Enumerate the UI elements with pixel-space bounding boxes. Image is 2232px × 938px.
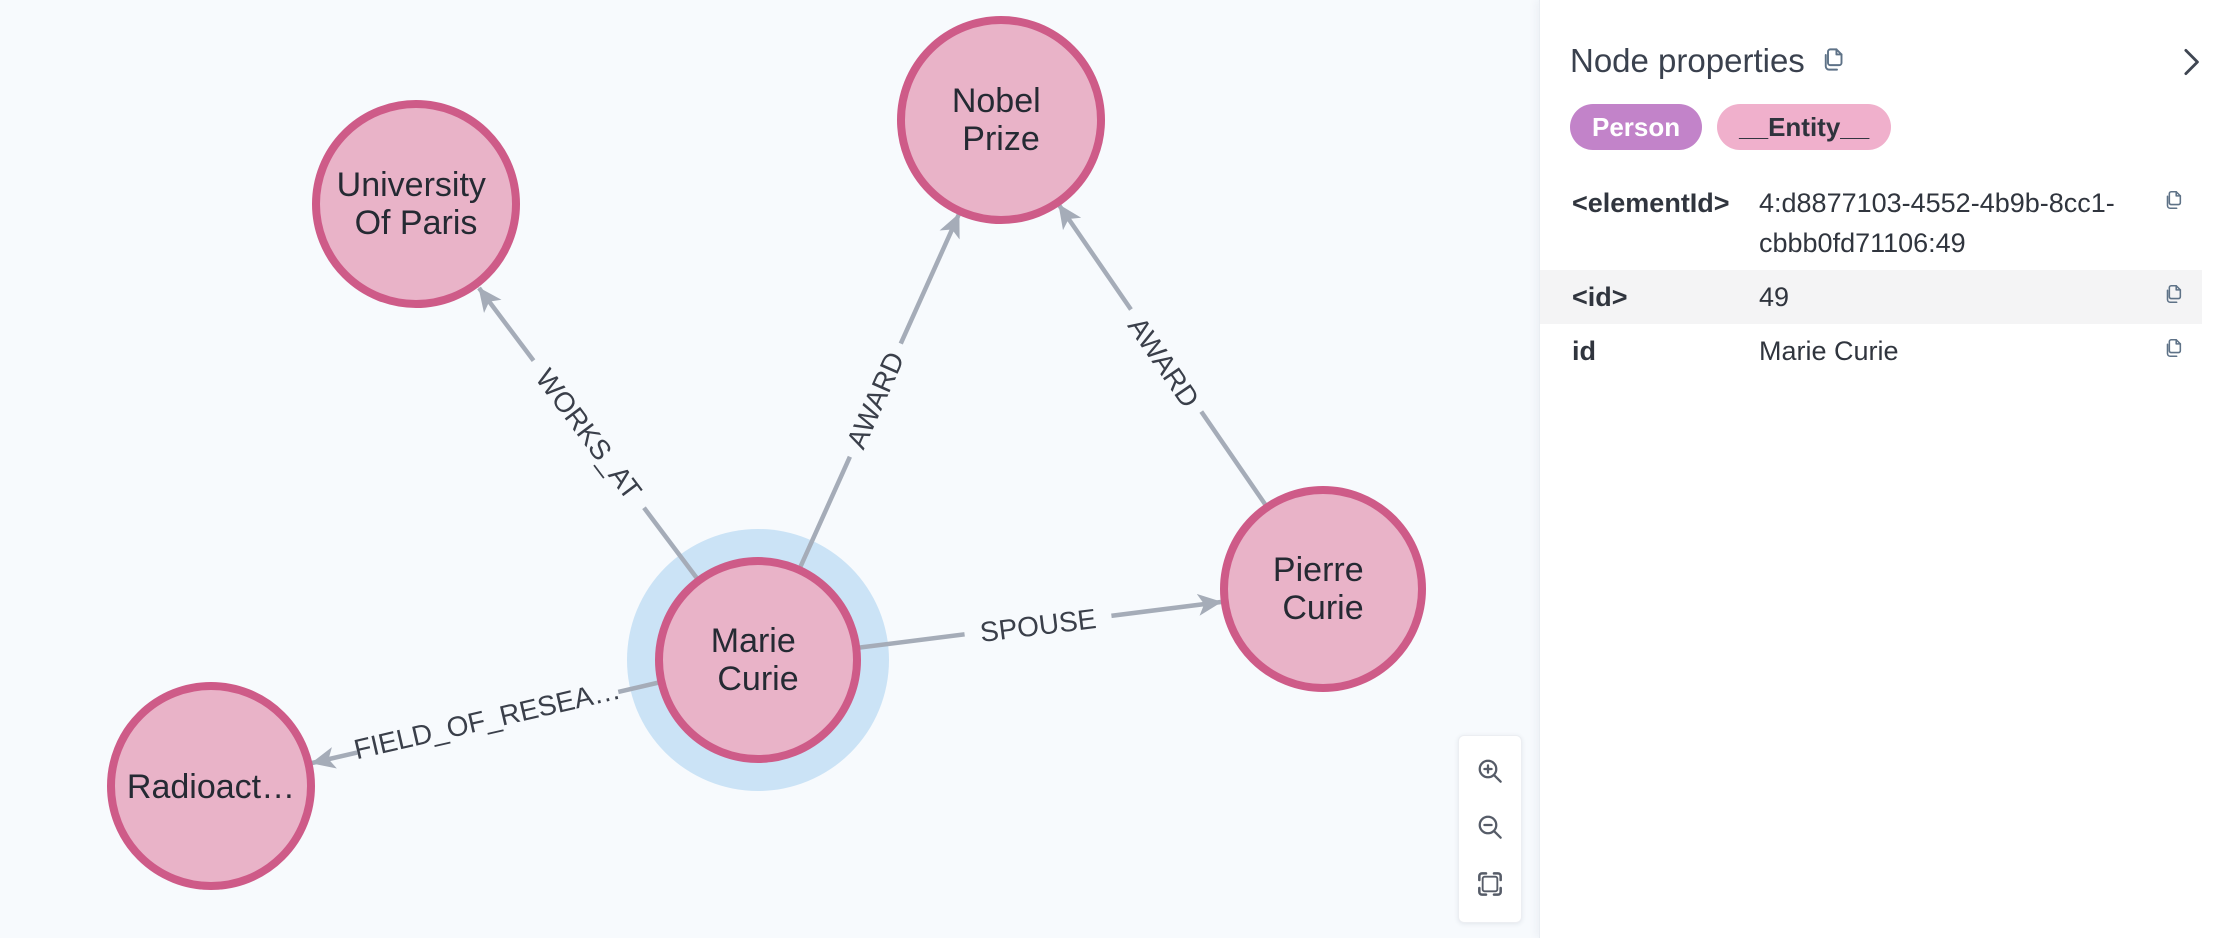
copy-icon [1819, 46, 1846, 76]
edge-spouse[interactable]: SPOUSE [855, 593, 1222, 652]
graph-canvas[interactable]: WORKS_AT AWARD AWARD SPOUSE FIELD_OF_RES… [0, 0, 1539, 938]
property-key: <elementId> [1572, 188, 1730, 218]
edge-label[interactable]: AWARD [1122, 311, 1205, 413]
zoom-out-icon [1474, 811, 1506, 846]
edge-award-pierre[interactable]: AWARD [1057, 203, 1269, 509]
panel-title: Node properties [1570, 42, 1805, 79]
zoom-in-icon [1474, 755, 1506, 790]
svg-text:Nobel Prize: Nobel Prize [952, 82, 1050, 158]
node-pierre-curie[interactable]: Pierre Curie [1220, 486, 1426, 692]
copy-property-button[interactable] [2162, 189, 2190, 214]
label-badge-entity[interactable]: __Entity__ [1717, 104, 1892, 150]
svg-text:University Of Paris: University Of Paris [337, 166, 496, 242]
edge-label-bg [352, 671, 622, 767]
zoom-to-fit-icon [1474, 868, 1506, 903]
edge-label[interactable]: AWARD [841, 347, 911, 453]
node-radioactivity[interactable]: Radioact… [107, 682, 315, 890]
chevron-right-icon [2176, 49, 2206, 83]
property-row-elementid: <elementId> 4:d8877103-4552-4b9b-8cc1-cb… [1540, 176, 2202, 270]
copy-property-button[interactable] [2162, 337, 2190, 362]
property-key: id [1572, 336, 1596, 366]
zoom-in-button[interactable] [1468, 750, 1512, 794]
copy-property-button[interactable] [2162, 283, 2190, 308]
property-value: 49 [1759, 282, 1790, 312]
edge-award-marie[interactable]: AWARD [796, 213, 962, 571]
zoom-to-fit-button[interactable] [1468, 864, 1512, 908]
edge-label[interactable]: WORKS_AT [530, 363, 648, 505]
label-badge-person[interactable]: Person [1570, 104, 1703, 150]
edge-label[interactable]: FIELD_OF_RESEA… [351, 674, 623, 765]
property-value: Marie Curie [1759, 336, 1899, 366]
svg-text:Radioact…: Radioact… [127, 768, 295, 806]
edge-field-of-research[interactable]: FIELD_OF_RESEA… [311, 671, 662, 769]
edge-label-bg [1114, 300, 1214, 424]
property-row-id-internal: <id> 49 [1540, 270, 2202, 324]
node-marie-curie[interactable]: Marie Curie [655, 557, 861, 763]
node-labels: Person __Entity__ [1540, 80, 2232, 150]
svg-text:Pierre Curie: Pierre Curie [1273, 551, 1373, 627]
edge-label-bg [519, 349, 659, 519]
node-university-of-paris[interactable]: University Of Paris [312, 100, 520, 308]
edge-label-bg [962, 598, 1114, 652]
copy-icon [2162, 189, 2184, 214]
edge-works-at[interactable]: WORKS_AT [477, 286, 701, 583]
svg-text:Marie Curie: Marie Curie [711, 622, 805, 698]
zoom-toolbar [1458, 735, 1522, 923]
node-properties-panel: Node properties Person __Entity__ <eleme… [1539, 0, 2232, 938]
properties-table: <elementId> 4:d8877103-4552-4b9b-8cc1-cb… [1540, 176, 2232, 378]
property-row-id: id Marie Curie [1540, 324, 2202, 378]
zoom-out-button[interactable] [1468, 807, 1512, 851]
copy-icon [2162, 337, 2184, 362]
property-key: <id> [1572, 282, 1628, 312]
collapse-panel-button[interactable] [2172, 40, 2210, 87]
copy-all-properties-button[interactable] [1819, 46, 1846, 76]
copy-icon [2162, 283, 2184, 308]
property-value: 4:d8877103-4552-4b9b-8cc1-cbbb0fd71106:4… [1759, 188, 2115, 258]
edge-label-bg [833, 336, 917, 464]
node-nobel-prize[interactable]: Nobel Prize [897, 16, 1105, 224]
